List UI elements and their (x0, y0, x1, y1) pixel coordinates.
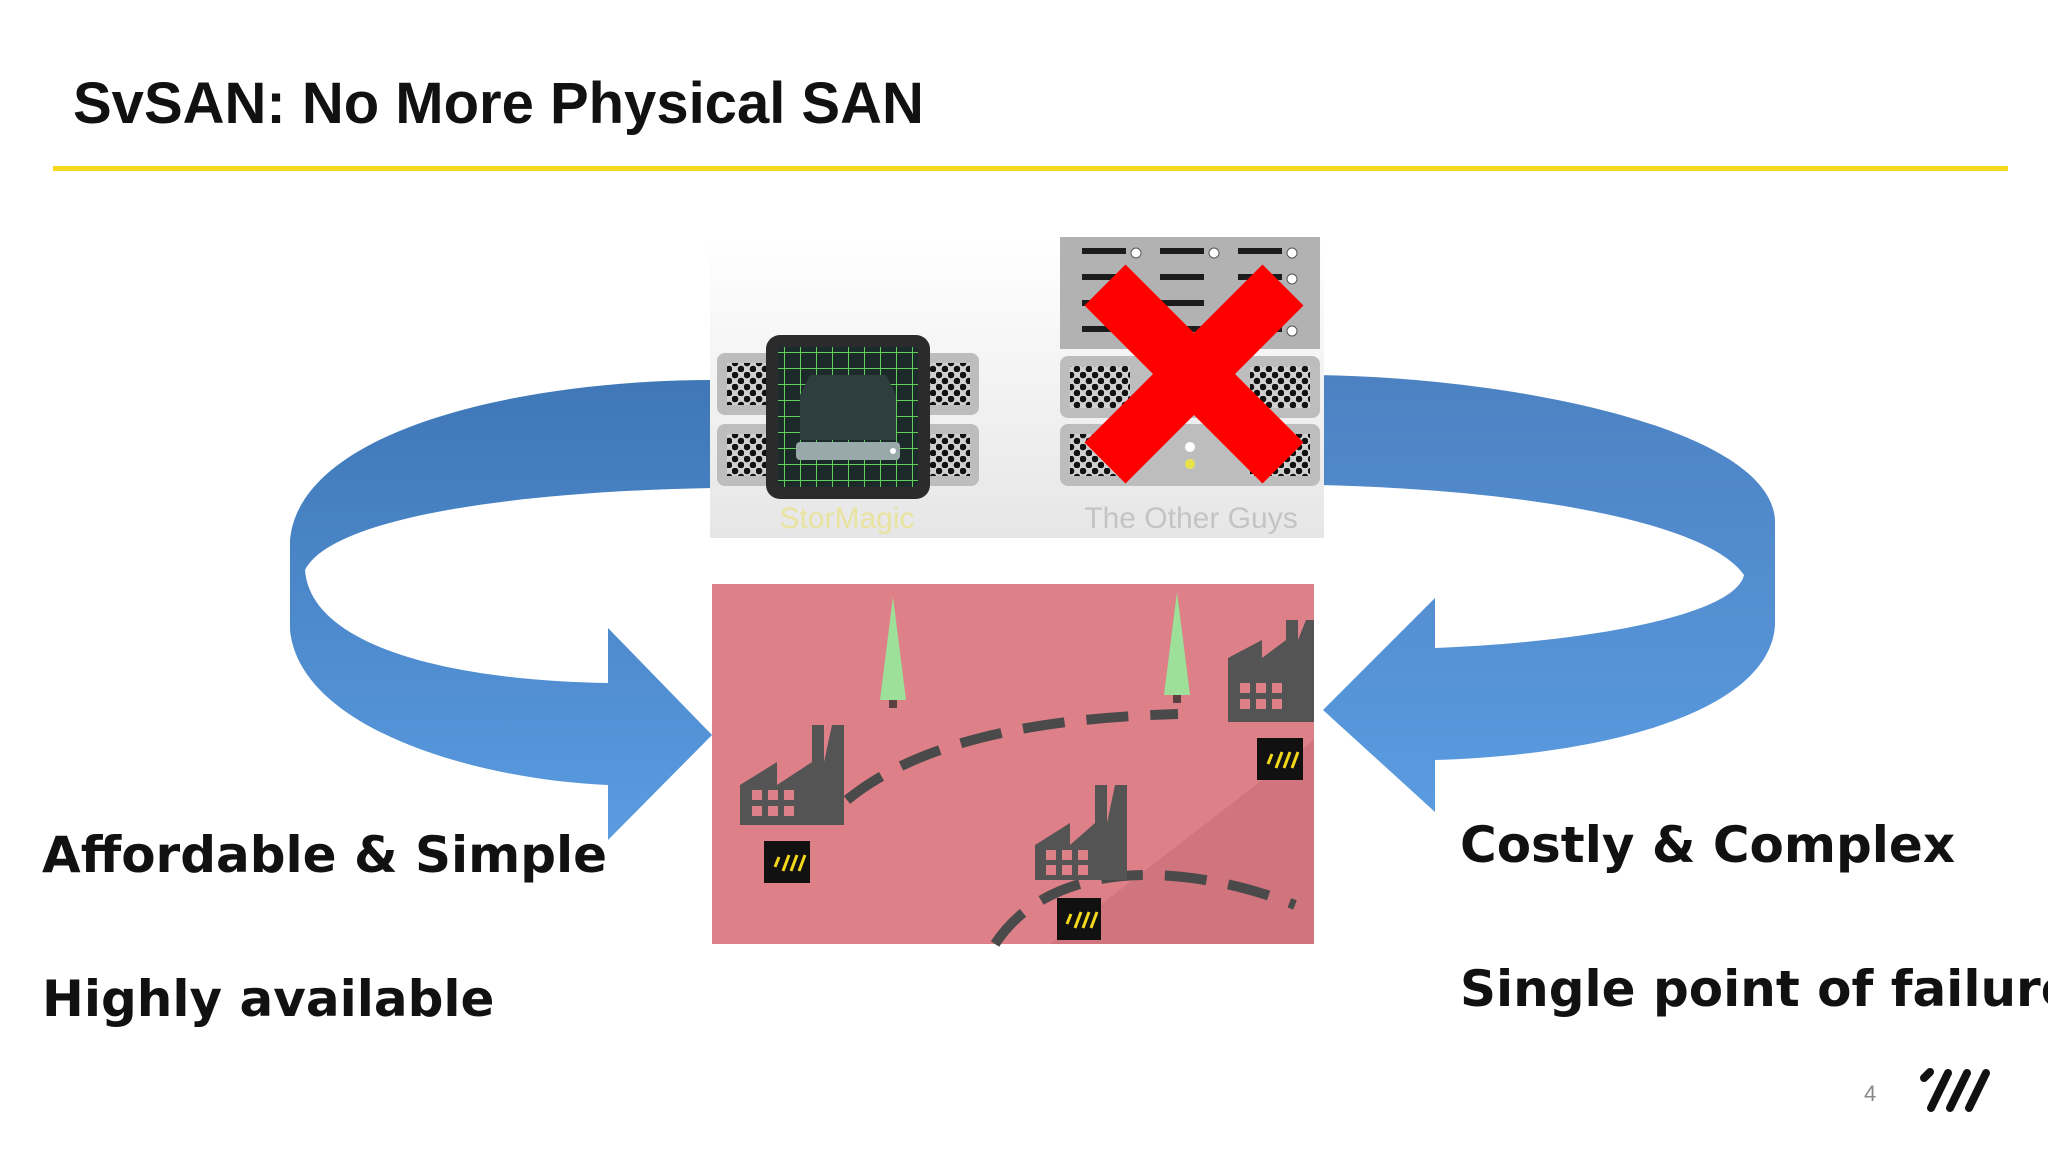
stormagic-server-icon (717, 335, 979, 499)
right-curved-arrow (1318, 375, 1775, 812)
other-guys-caption: The Other Guys (1084, 502, 1297, 535)
tree-icon (880, 597, 906, 708)
factory-icon (740, 725, 844, 825)
factory-icon (1228, 620, 1314, 722)
site-map-illustration (712, 584, 1314, 947)
stormagic-badge-icon (1057, 898, 1101, 940)
stormagic-logo-icon (1920, 1068, 1990, 1112)
stormagic-badge-icon (1257, 738, 1303, 780)
slide-title: SvSAN: No More Physical SAN (73, 71, 924, 136)
title-underline (53, 166, 2008, 171)
page-number: 4 (1864, 1081, 1877, 1106)
stormagic-badge-icon (764, 841, 810, 883)
red-cross-icon (1084, 264, 1304, 484)
tree-icon (1164, 592, 1190, 703)
right-point-2: Single point of failure (1460, 960, 2048, 1018)
factory-icon (1035, 785, 1127, 880)
left-curved-arrow (290, 380, 712, 840)
left-point-1: Affordable & Simple (42, 826, 608, 884)
stormagic-caption: StorMagic (779, 502, 914, 535)
left-point-2: Highly available (42, 970, 495, 1028)
right-point-1: Costly & Complex (1460, 816, 1956, 874)
